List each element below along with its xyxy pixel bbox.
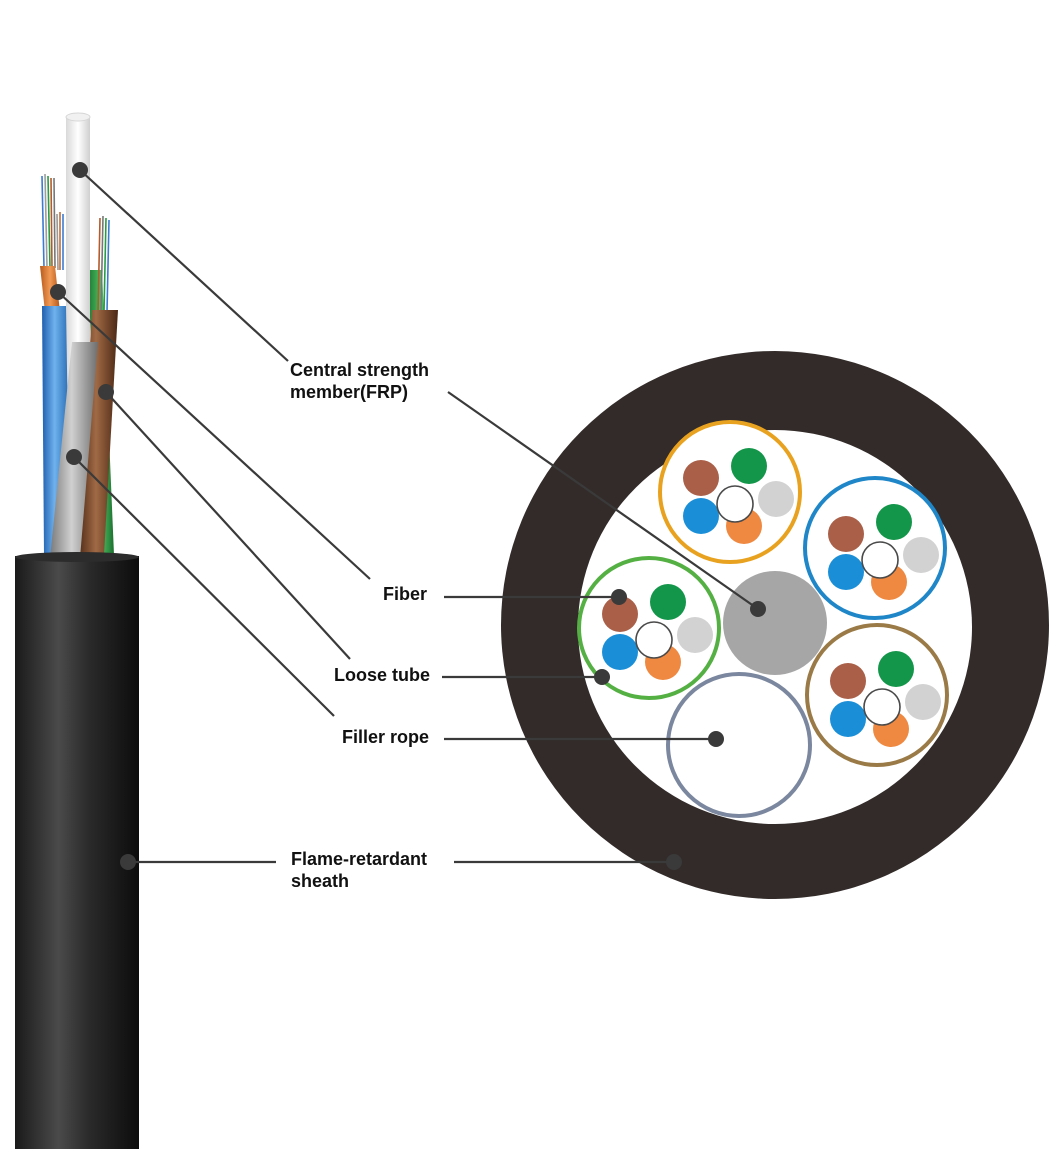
fiber-blue-in-blue-tube — [828, 554, 864, 590]
fiber-blue-in-olive-tube — [830, 701, 866, 737]
cable-side-view — [15, 112, 139, 1150]
filler-rope-cross-section — [666, 672, 812, 818]
loose-tube-olive-cross-section — [805, 623, 949, 767]
fiber-grey-in-blue-tube — [903, 537, 939, 573]
fiber-strands-right — [97, 215, 110, 313]
fiber-grey-in-orange-tube — [758, 481, 794, 517]
fiber-blue-in-orange-tube — [683, 498, 719, 534]
leader-filler-rope-left — [73, 456, 335, 717]
dot-filler-rope-section — [708, 731, 724, 747]
cable-jacket-top — [15, 552, 139, 562]
leader-dots — [50, 162, 766, 870]
fiber-green-in-green-tube — [650, 584, 686, 620]
loose-tube-brown-side — [78, 310, 118, 555]
fiber-grey-in-olive-tube — [905, 684, 941, 720]
dot-sheath-side — [120, 854, 136, 870]
dot-fiber-section — [611, 589, 627, 605]
label-central-strength-member-line1: Central strength — [290, 360, 430, 380]
fiber-white-in-olive-tube — [863, 688, 901, 726]
frp-cross-section — [723, 571, 827, 675]
dot-loose-tube-section — [594, 669, 610, 685]
loose-tube-blue-cross-section — [803, 476, 947, 620]
dot-frp-side — [72, 162, 88, 178]
label-flame-retardant-sheath: Flame-retardant sheath — [291, 848, 427, 892]
fiber-white-in-blue-tube — [861, 541, 899, 579]
fiber-green-in-orange-tube — [731, 448, 767, 484]
fiber-brown-in-olive-tube — [830, 663, 866, 699]
cable-cross-section — [501, 351, 1049, 899]
cable-jacket-side — [15, 556, 139, 1150]
dot-filler-rope-side — [66, 449, 82, 465]
fiber-green-in-olive-tube — [878, 651, 914, 687]
dot-fiber-side — [50, 284, 66, 300]
dot-frp-section — [750, 601, 766, 617]
loose-tube-orange-cross-section — [658, 420, 802, 564]
loose-tube-orange-side — [40, 266, 60, 312]
frp-rod-end — [65, 112, 91, 122]
dot-sheath-section — [666, 854, 682, 870]
dot-loose-tube-side — [98, 384, 114, 400]
fiber-strands-left — [41, 173, 64, 271]
fiber-blue-in-green-tube — [602, 634, 638, 670]
fiber-white-in-green-tube — [635, 621, 673, 659]
fiber-brown-in-green-tube — [602, 596, 638, 632]
label-fiber: Fiber — [383, 584, 428, 604]
label-loose-tube: Loose tube — [334, 665, 431, 685]
fiber-white-in-orange-tube — [716, 485, 754, 523]
label-central-strength-member: Central strength member(FRP) — [290, 359, 429, 403]
leader-frp-left — [79, 169, 289, 362]
fiber-brown-in-orange-tube — [683, 460, 719, 496]
fiber-brown-in-blue-tube — [828, 516, 864, 552]
leader-fiber-left — [57, 291, 371, 580]
leader-frp-right — [447, 391, 759, 610]
fiber-grey-in-green-tube — [677, 617, 713, 653]
label-flame-retardant-sheath-line1: Flame-retardant — [291, 849, 428, 869]
label-filler-rope: Filler rope — [342, 727, 430, 747]
fiber-green-in-blue-tube — [876, 504, 912, 540]
leader-loose-tube-left — [105, 391, 351, 660]
leader-lines — [57, 169, 759, 864]
label-flame-retardant-sheath-line2: sheath — [291, 871, 350, 891]
label-central-strength-member-line2: member(FRP) — [290, 382, 409, 402]
